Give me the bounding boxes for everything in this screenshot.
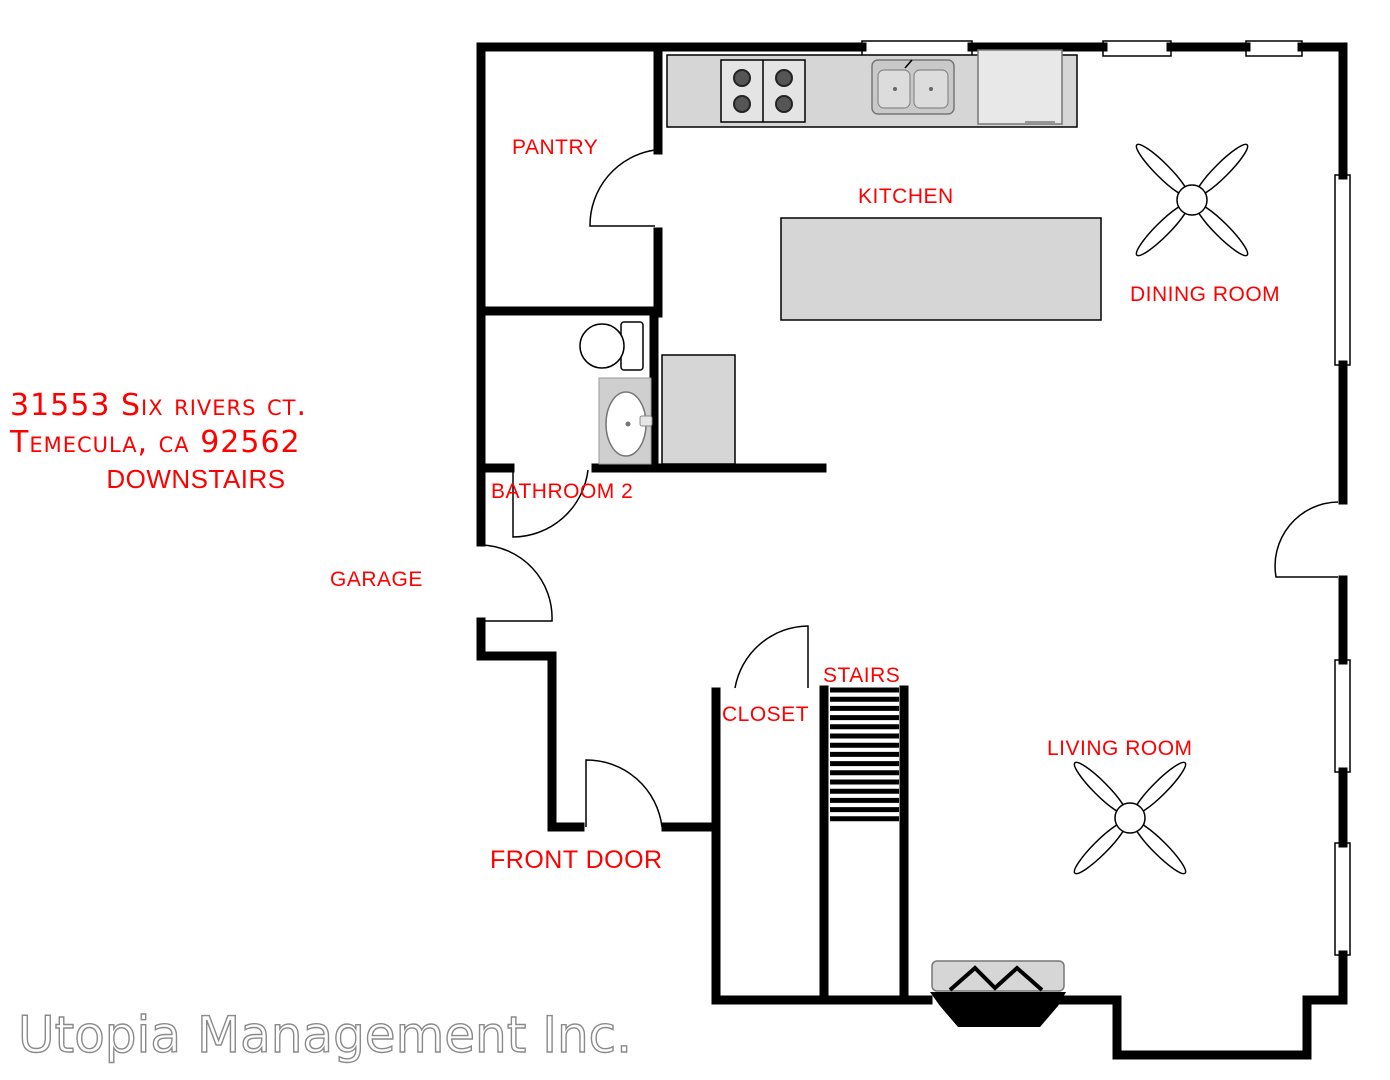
room-label-stairs: STAIRS <box>823 664 900 687</box>
room-label-bathroom: BATHROOM 2 <box>491 480 633 503</box>
doors <box>480 149 1339 828</box>
front-door <box>585 759 663 828</box>
interior-walls <box>481 47 909 1003</box>
garage-door <box>480 544 553 622</box>
window-top-dining-1 <box>1102 40 1172 57</box>
watermark: Utopia Management Inc. <box>18 1006 632 1064</box>
room-label-closet: CLOSET <box>722 703 809 726</box>
ceiling-fan-icon <box>1135 143 1249 257</box>
kitchen-island <box>780 217 1102 321</box>
closet-door <box>734 625 809 689</box>
fan-hub <box>1114 802 1146 834</box>
burner-icon <box>775 95 793 113</box>
window-right-dining <box>1334 174 1351 366</box>
address-line-3: DOWNSTAIRS <box>106 464 285 494</box>
bathroom-fixtures <box>579 321 736 465</box>
burner-icon <box>733 95 751 113</box>
bathroom-door <box>512 469 589 538</box>
window-right-living-2 <box>1334 842 1351 956</box>
side-door <box>1274 501 1339 578</box>
fireplace <box>930 960 1066 1027</box>
window-right-living-1 <box>1334 659 1351 773</box>
room-label-dining-room: DINING ROOM <box>1130 283 1280 306</box>
window-top-dining-2 <box>1245 40 1303 57</box>
burner-icon <box>775 69 793 87</box>
linen-cabinet <box>661 354 736 465</box>
room-label-living-room: LIVING ROOM <box>1047 737 1193 760</box>
staircase <box>830 687 899 822</box>
room-label-kitchen: KITCHEN <box>858 185 954 208</box>
dishwasher <box>977 49 1063 125</box>
address-line-1: 31553 Six rivers ct. <box>10 388 307 423</box>
window-top-kitchen <box>861 40 973 57</box>
address-line-2: Temecula, ca 92562 <box>9 425 301 460</box>
room-label-garage: GARAGE <box>330 568 423 591</box>
burner-icon <box>733 69 751 87</box>
room-label-pantry: PANTRY <box>512 136 598 159</box>
toilet-bowl <box>579 323 625 369</box>
ceiling-fan-icon <box>1073 761 1187 875</box>
kitchen-counter <box>666 49 1078 128</box>
pantry-door <box>589 149 656 227</box>
room-label-front-door: FRONT DOOR <box>490 846 663 874</box>
fan-hub <box>1176 184 1208 216</box>
exterior-walls <box>476 42 1348 1060</box>
